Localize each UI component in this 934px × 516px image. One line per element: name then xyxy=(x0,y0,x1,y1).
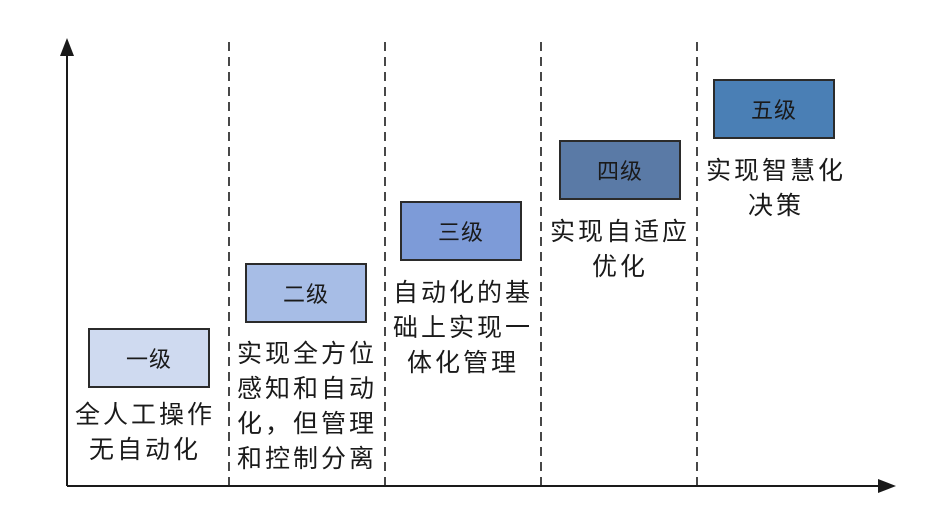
level-2-description: 实现全方位 感知和自动 化，但管理 和控制分离 xyxy=(236,339,377,473)
y-axis-arrow xyxy=(60,38,74,56)
level-1-box: 一级 xyxy=(88,328,210,388)
level-5-box: 五级 xyxy=(713,79,835,139)
level-2-box: 二级 xyxy=(245,263,367,323)
level-4-box: 四级 xyxy=(559,140,681,200)
level-3-description: 自动化的基 础上实现一 体化管理 xyxy=(392,278,533,377)
level-4-description: 实现自适应 优化 xyxy=(549,217,690,281)
level-5-label: 五级 xyxy=(750,99,797,124)
x-axis-arrow xyxy=(878,479,896,493)
level-5-description: 实现智慧化 决策 xyxy=(705,156,846,220)
level-3-box: 三级 xyxy=(400,201,522,261)
level-1-description: 全人工操作 无自动化 xyxy=(74,400,215,464)
level-1-label: 一级 xyxy=(125,348,172,373)
level-4-label: 四级 xyxy=(596,160,643,185)
level-3-label: 三级 xyxy=(437,221,484,246)
level-2-label: 二级 xyxy=(282,283,329,308)
